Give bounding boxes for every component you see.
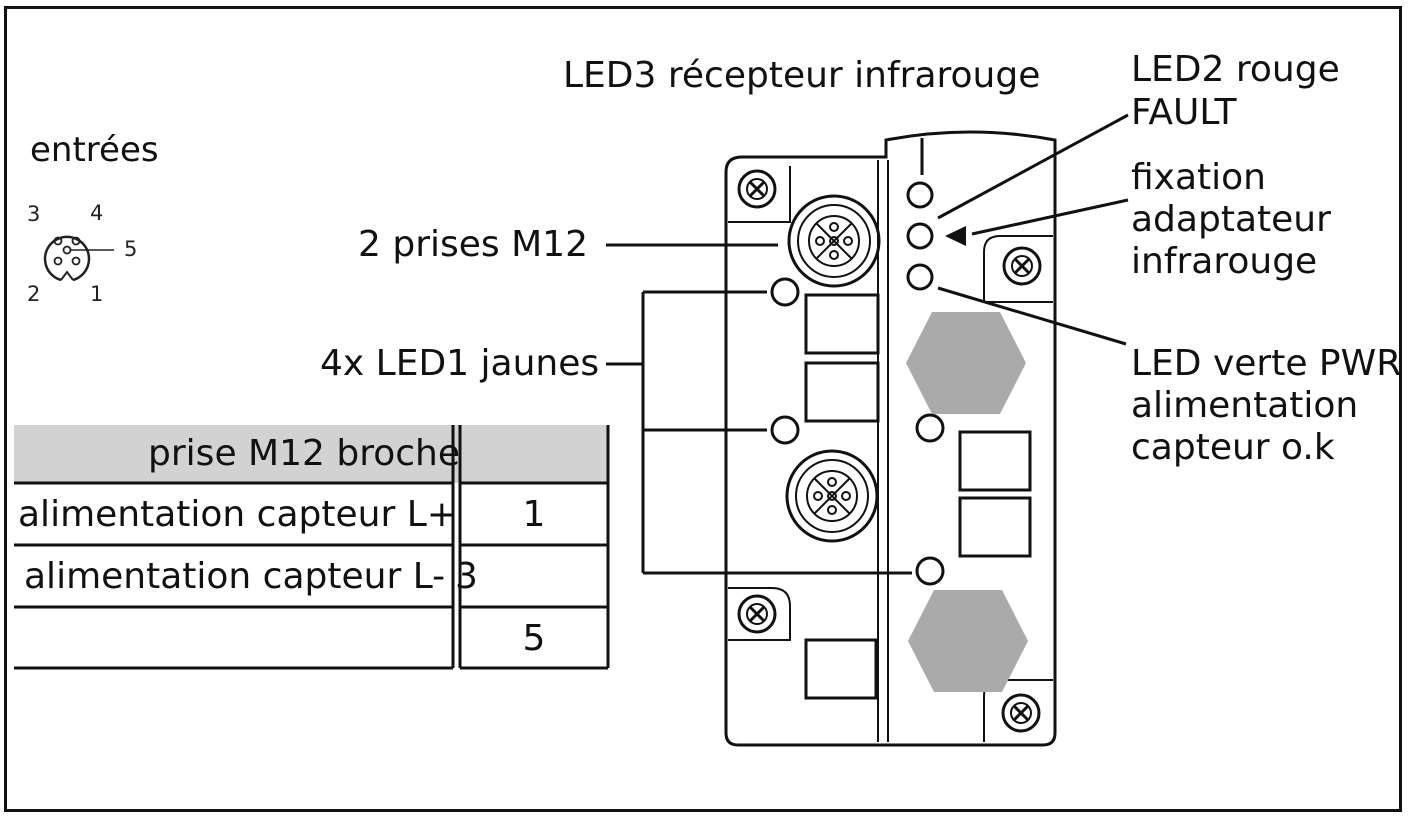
label-window — [804, 638, 878, 700]
pin-label: 4 — [90, 201, 104, 225]
table-cell-label: alimentation capteur L- — [24, 556, 446, 597]
pwr-label-line2: alimentation — [1131, 385, 1359, 426]
label-window — [958, 496, 1032, 558]
m12-socket-icon — [787, 194, 881, 288]
diagram-frame — [4, 6, 1402, 812]
table-cell-value: 1 — [522, 494, 546, 535]
pin-label: 5 — [124, 237, 138, 261]
led1-yellow — [915, 556, 945, 586]
led2-label-line1: LED2 rouge — [1131, 49, 1340, 90]
pin-label: 1 — [90, 282, 104, 306]
screw-icon — [1002, 246, 1042, 286]
screw-icon — [737, 594, 777, 634]
led3-label: LED3 récepteur infrarouge — [563, 55, 1041, 96]
screw-icon — [737, 169, 777, 209]
label-window — [958, 430, 1032, 492]
pwr-label-line3: capteur o.k — [1131, 427, 1335, 468]
yellow-leds-label: 4x LED1 jaunes — [320, 343, 600, 384]
led2-label-line2: FAULT — [1131, 92, 1237, 133]
inputs-title: entrées — [30, 130, 159, 170]
table-header-fill — [14, 425, 608, 483]
fixation-label-line3: infrarouge — [1131, 241, 1318, 282]
device-body — [724, 130, 1057, 747]
led1-yellow — [770, 415, 800, 445]
leader-pwr — [937, 286, 1127, 346]
hex-gray — [906, 312, 1026, 414]
label-window — [804, 293, 880, 355]
table-cell-label: alimentation capteur L+ — [18, 494, 457, 535]
fixation-label-line1: fixation — [1131, 157, 1266, 198]
pin-label: 3 — [27, 202, 41, 226]
led1-yellow — [770, 277, 800, 307]
label-window — [804, 361, 880, 423]
table-row: alimentation capteur L+ — [18, 485, 457, 545]
m12-socket-icon — [785, 449, 879, 543]
screw-icon — [1001, 693, 1041, 733]
leader-led2 — [937, 113, 1129, 220]
table-cell-value: 5 — [522, 617, 546, 659]
led3-ir-receiver — [906, 181, 934, 209]
table-row — [18, 609, 450, 668]
fixation-label-line2: adaptateur — [1131, 199, 1331, 240]
table-cell-value: 3 — [455, 556, 478, 597]
pin-label: 2 — [27, 282, 41, 306]
pwr-label-line1: LED verte PWR — [1131, 343, 1402, 384]
leader-fixation — [971, 198, 1129, 236]
table-row-value: 3 — [455, 547, 515, 607]
table-header-text: prise M12 broche — [148, 433, 460, 474]
table-row-value: 1 — [460, 485, 608, 545]
connector-5pin-icon — [43, 235, 114, 282]
table-row-value: 5 — [460, 609, 608, 668]
table-row: alimentation capteur L- — [24, 547, 456, 607]
led-green-pwr — [906, 263, 934, 291]
led1-yellow — [915, 413, 945, 443]
m12-sockets-label: 2 prises M12 — [358, 224, 588, 265]
led2-red-fault — [906, 222, 934, 250]
table-header: prise M12 broche — [14, 425, 460, 483]
fixation-triangle — [945, 226, 966, 246]
hex-gray — [908, 590, 1028, 692]
